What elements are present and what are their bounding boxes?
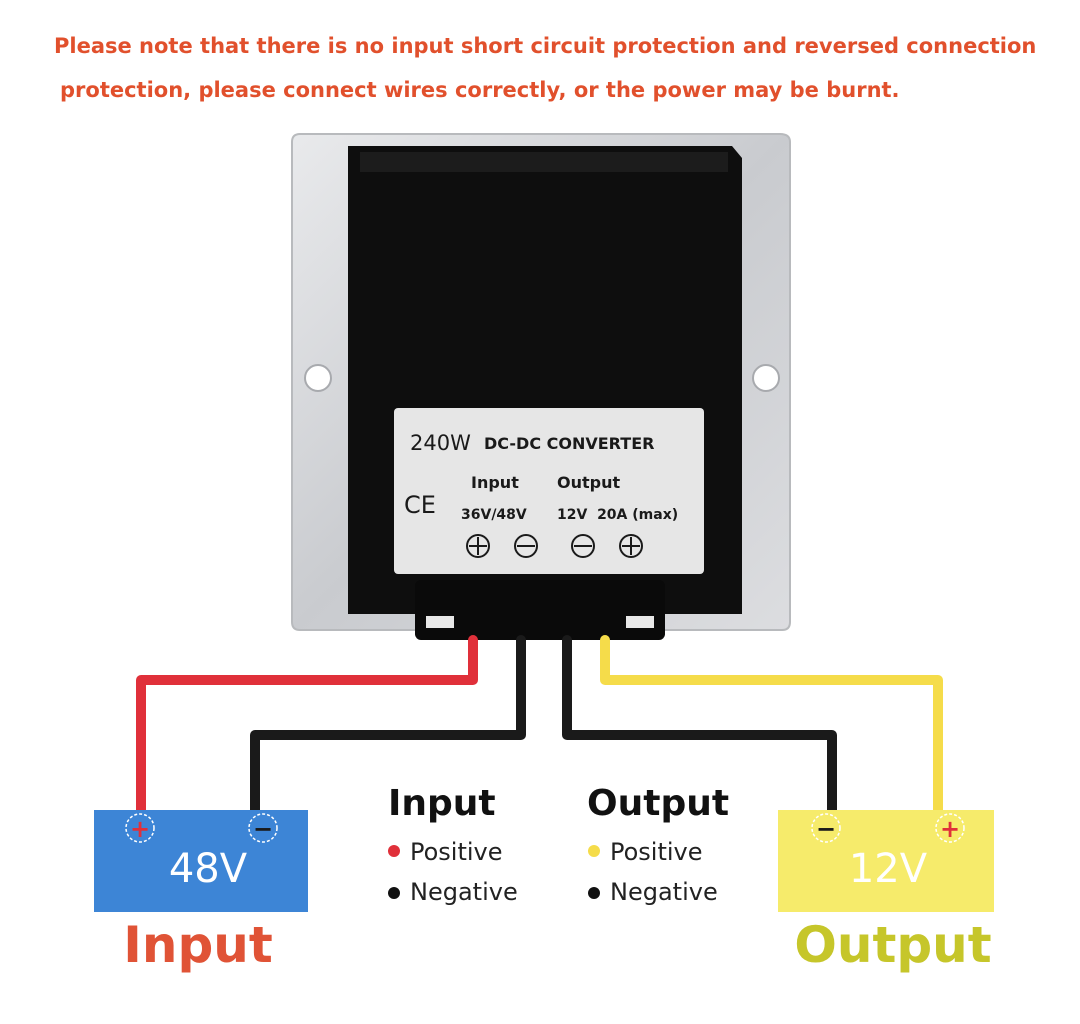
label-input-heading: Input	[471, 473, 519, 492]
wire-input-negative	[250, 635, 526, 817]
legend-output-positive: Positive	[610, 838, 703, 866]
legend-input-title: Input	[388, 783, 496, 824]
svg-text:+: +	[130, 815, 150, 843]
black-dot-icon	[588, 887, 600, 899]
legend-output-title: Output	[587, 783, 729, 824]
warning-line-2: protection, please connect wires correct…	[60, 78, 900, 102]
svg-text:−: −	[816, 815, 836, 843]
wire-output-negative	[562, 635, 837, 817]
mounting-hole-left	[304, 364, 332, 392]
red-dot-icon	[388, 845, 400, 857]
legend-output: Output Positive Negative	[587, 783, 729, 906]
minus-terminal-icon	[811, 813, 841, 843]
minus-terminal-icon	[248, 813, 278, 843]
minus-circle-icon	[571, 534, 595, 558]
minus-circle-icon	[514, 534, 538, 558]
svg-text:−: −	[253, 815, 273, 843]
input-battery: + − 48V	[94, 810, 308, 912]
label-power: 240W	[410, 431, 471, 455]
output-battery-voltage: 12V	[849, 846, 928, 892]
ce-mark: CE	[404, 491, 436, 519]
wire-input-positive	[136, 635, 478, 817]
label-output-spec: 12V 20A (max)	[557, 507, 678, 523]
mounting-hole-right	[752, 364, 780, 392]
wire-output-positive	[600, 635, 943, 817]
plus-terminal-icon	[125, 813, 155, 843]
legend-input-negative: Negative	[410, 878, 518, 906]
legend-input: Input Positive Negative	[388, 783, 518, 906]
warning-line-1: Please note that there is no input short…	[54, 34, 1037, 58]
plus-circle-icon	[466, 534, 490, 558]
spec-label: 240W DC-DC CONVERTER CE Input Output 36V…	[394, 408, 704, 574]
label-title: DC-DC CONVERTER	[484, 434, 654, 453]
legend-input-positive: Positive	[410, 838, 503, 866]
plus-terminal-icon	[935, 813, 965, 843]
input-battery-voltage: 48V	[169, 846, 248, 892]
label-output-heading: Output	[557, 473, 620, 492]
legend-output-negative: Negative	[610, 878, 718, 906]
black-dot-icon	[388, 887, 400, 899]
plus-circle-icon	[619, 534, 643, 558]
output-caption: Output	[794, 916, 991, 974]
label-input-spec: 36V/48V	[461, 507, 527, 523]
terminal-block	[415, 580, 665, 640]
yellow-dot-icon	[588, 845, 600, 857]
output-battery: − + 12V	[778, 810, 994, 912]
input-caption: Input	[123, 916, 273, 974]
svg-text:+: +	[940, 815, 960, 843]
